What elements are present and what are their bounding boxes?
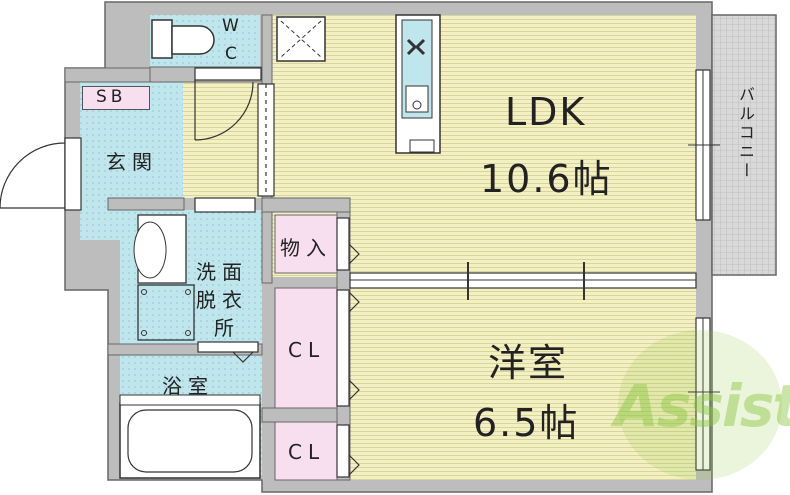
closet-2-floor <box>274 421 338 481</box>
storage-door <box>336 217 350 271</box>
wc-c-label: C <box>225 44 241 64</box>
wc-w-label: W <box>222 16 243 36</box>
washing-machine-space <box>137 284 195 341</box>
washbasin <box>133 214 187 284</box>
kitchen-counter <box>395 14 441 154</box>
closet-1-floor <box>274 287 338 409</box>
balcony-label: バルコニー <box>736 86 755 181</box>
entrance-label: 玄関 <box>106 150 158 174</box>
window-ldk <box>688 69 720 221</box>
fridge-space <box>276 16 326 62</box>
storage-floor <box>274 214 338 274</box>
toilet <box>151 19 215 59</box>
western-room-floor <box>350 288 696 480</box>
entrance-door <box>0 137 82 211</box>
washroom-label-3: 所 <box>214 316 240 340</box>
corridor-door <box>194 67 275 213</box>
bathroom-label: 浴室 <box>162 374 214 398</box>
closet-1-label: CL <box>288 338 326 362</box>
assist-logo: Assist <box>614 372 790 440</box>
closet-2-door <box>336 424 350 478</box>
washroom-label-2: 脱衣 <box>196 288 248 312</box>
western-room-size: 6.5帖 <box>473 401 580 445</box>
washroom-label-1: 洗面 <box>196 260 248 284</box>
ldk-size: 10.6帖 <box>480 157 613 201</box>
sb-label: SB <box>96 87 127 107</box>
washroom-door <box>197 341 259 363</box>
storage-label: 物入 <box>280 236 332 260</box>
ldk-label: LDK <box>505 90 587 134</box>
closet-1-door <box>336 289 350 407</box>
sb-shelf <box>82 86 150 110</box>
closet-2-label: CL <box>288 440 326 464</box>
bathtub <box>119 394 261 479</box>
western-room-label: 洋室 <box>488 341 569 385</box>
window-western <box>688 317 720 471</box>
balcony-floor <box>711 14 777 276</box>
logo-swoosh <box>618 330 782 480</box>
